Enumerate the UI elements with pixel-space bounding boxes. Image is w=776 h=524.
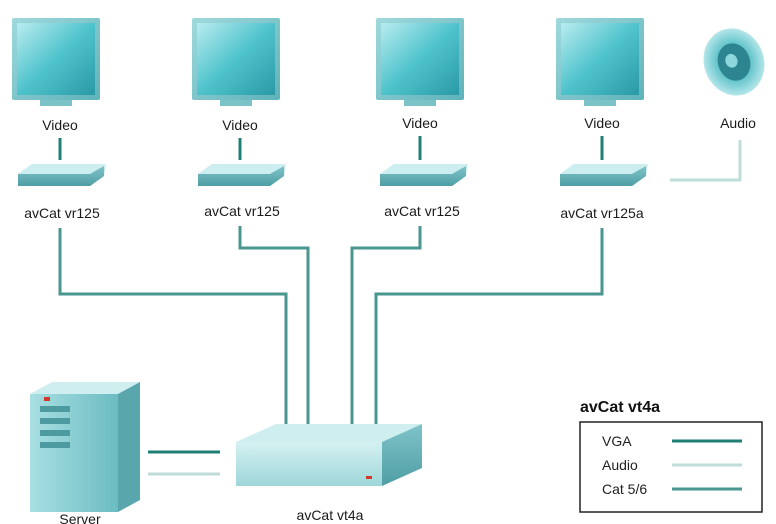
receiver-box-icon: [198, 164, 286, 186]
legend-item-label: Cat 5/6: [602, 481, 647, 497]
legend: avCat vt4a VGA Audio Cat 5/6: [579, 399, 763, 513]
vga-links: [58, 136, 604, 160]
receiver-box-icon: [560, 164, 648, 186]
receiver-label: avCat vr125a: [560, 205, 643, 221]
monitor-icon: [192, 18, 280, 106]
display-label: Video: [584, 115, 620, 131]
receiver-device: [560, 164, 648, 186]
cat-cables: [58, 226, 604, 428]
receiver-label: avCat vr125: [384, 203, 460, 219]
transmitter-device: [236, 424, 422, 486]
legend-item-label: VGA: [602, 433, 632, 449]
receiver-device: [380, 164, 468, 186]
display-label: Video: [402, 115, 438, 131]
legend-title: avCat vt4a: [580, 399, 660, 416]
server-label: Server: [59, 511, 101, 524]
monitor-icon: [556, 18, 644, 106]
legend-box: [579, 421, 763, 513]
speaker-icon: [703, 28, 765, 96]
receiver-label: avCat vr125: [24, 205, 100, 221]
transmitter-box-icon: [236, 424, 422, 486]
receiver-device: [18, 164, 106, 186]
legend-item-label: Audio: [602, 457, 638, 473]
receiver-box-icon: [18, 164, 106, 186]
display-label: Video: [42, 117, 78, 133]
display-monitor: [12, 18, 100, 106]
receiver-device: [198, 164, 286, 186]
display-monitor: [376, 18, 464, 106]
transmitter-label: avCat vt4a: [297, 507, 364, 523]
server-tower-icon: [30, 382, 140, 512]
display-monitor: [556, 18, 644, 106]
monitor-icon: [12, 18, 100, 106]
monitor-icon: [376, 18, 464, 106]
audio-link: [670, 140, 742, 182]
receiver-box-icon: [380, 164, 468, 186]
display-label: Video: [222, 117, 258, 133]
speaker-label: Audio: [720, 115, 756, 131]
receiver-label: avCat vr125: [204, 203, 280, 219]
display-monitor: [192, 18, 280, 106]
